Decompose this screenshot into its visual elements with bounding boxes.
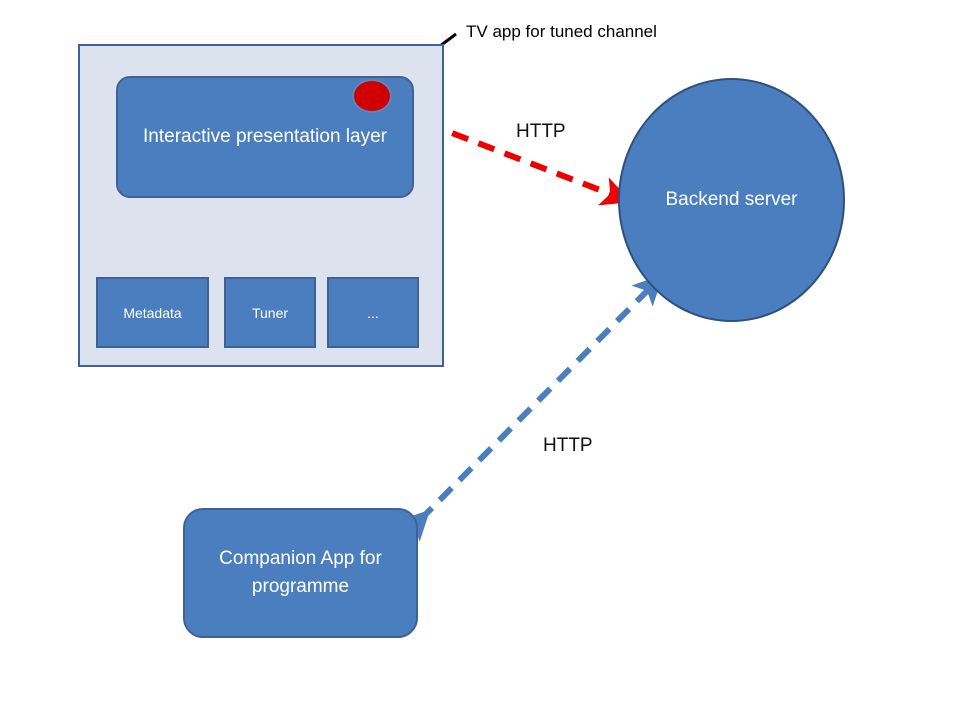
module-metadata[interactable]: Metadata	[96, 277, 209, 348]
http-link-companion-server	[398, 274, 664, 542]
edge-label-http-tv-server: HTTP	[516, 121, 566, 142]
companion-app-node[interactable]: Companion App for programme	[183, 508, 418, 638]
module-metadata-label: Metadata	[123, 304, 182, 321]
interactive-presentation-layer-label: Interactive presentation layer	[143, 126, 387, 148]
companion-app-label: Companion App for programme	[219, 548, 382, 597]
callout-label-tv-app: TV app for tuned channel	[466, 22, 657, 41]
module-tuner[interactable]: Tuner	[224, 277, 316, 348]
tuned-channel-indicator-icon	[352, 79, 392, 113]
module-other[interactable]: ...	[327, 277, 419, 348]
module-tuner-label: Tuner	[251, 304, 289, 321]
backend-server-node[interactable]: Backend server	[618, 78, 845, 322]
edge-label-http-companion-server: HTTP	[543, 435, 593, 456]
module-other-label: ...	[367, 304, 379, 321]
backend-server-label: Backend server	[665, 189, 798, 211]
